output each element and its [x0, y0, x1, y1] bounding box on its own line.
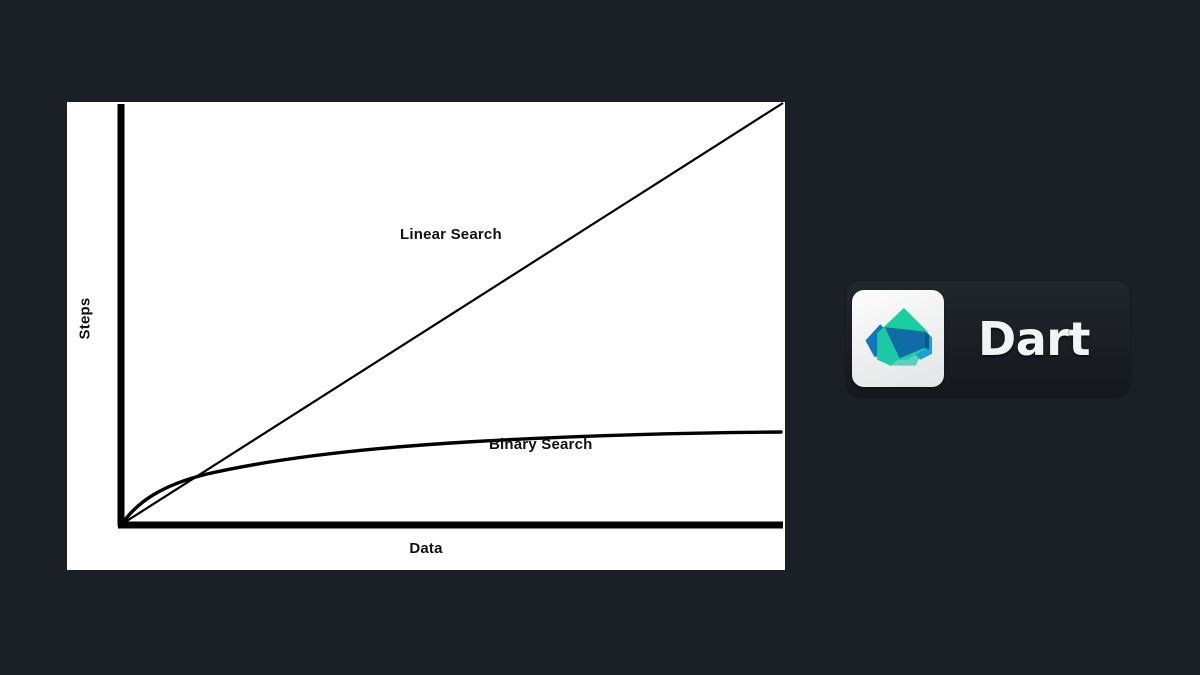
- series-annotation-binary-search: Binary Search: [489, 436, 593, 453]
- dart-logo-shape-band: [884, 326, 925, 358]
- x-axis-label: Data: [409, 540, 443, 557]
- dart-wordmark: Dart: [978, 311, 1090, 366]
- dart-logo-icon: [865, 307, 933, 366]
- series-annotation-linear-search: Linear Search: [400, 226, 502, 243]
- y-axis-label: Steps: [76, 297, 94, 340]
- chart-plot-area: [117, 102, 784, 529]
- dart-logo-shape-band-shadow: [924, 331, 930, 349]
- dart-logo-shape-front: [877, 326, 900, 366]
- series-line-linear-search: [121, 102, 784, 525]
- chart-panel: Steps Data Linear Search Binary Search: [67, 102, 785, 570]
- dart-badge[interactable]: Dart: [846, 281, 1130, 396]
- series-line-binary-search: [120, 430, 783, 526]
- dart-logo-tile: [852, 290, 944, 387]
